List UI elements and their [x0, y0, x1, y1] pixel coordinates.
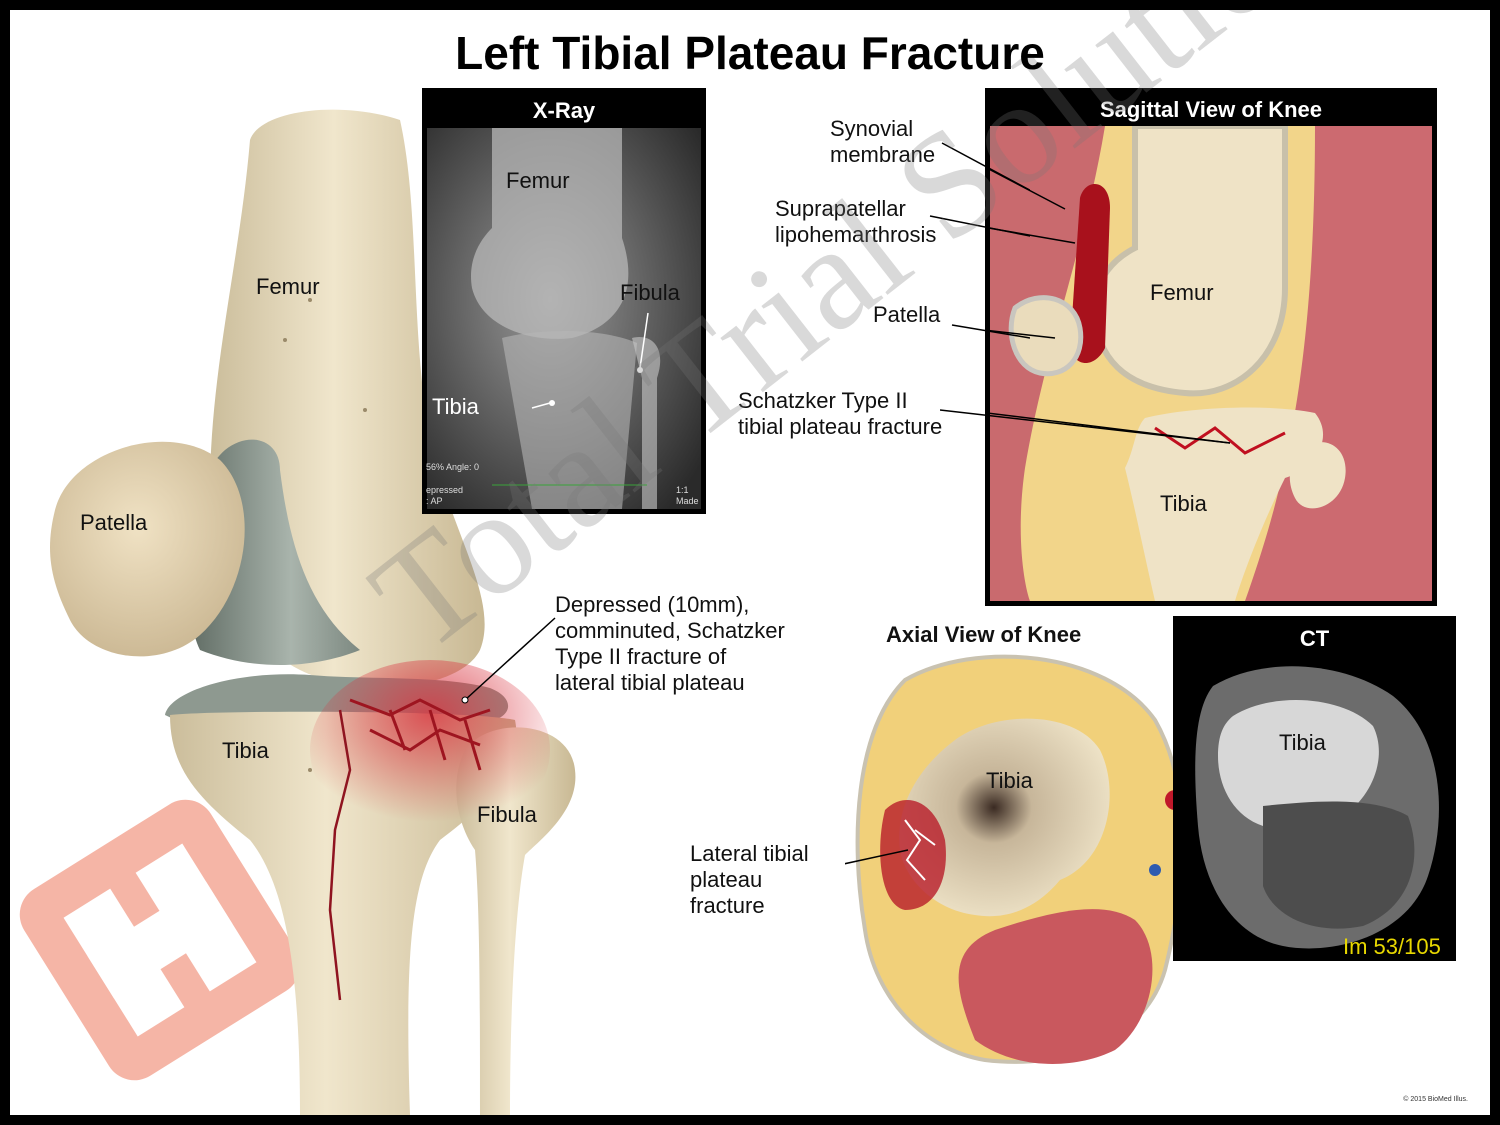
ct-image-index: Im 53/105 — [1343, 934, 1441, 959]
axial-header: Axial View of Knee — [886, 622, 1082, 647]
watermark-logo — [19, 799, 301, 1081]
xray-image — [422, 88, 706, 514]
xray-overlay-left-2: : AP — [426, 496, 443, 506]
schatzker-label-1: Schatzker Type II — [738, 388, 908, 413]
femur-label: Femur — [256, 274, 320, 299]
sagittal-tibia-label: Tibia — [1160, 491, 1207, 516]
synovial-label-1: Synovial — [830, 116, 914, 141]
ct-header: CT — [1173, 622, 1456, 656]
xray-femur-label: Femur — [506, 168, 570, 193]
axial-tibia-label: Tibia — [986, 768, 1033, 793]
xray-header: X-Ray — [422, 94, 706, 128]
xray-zoom-readout: 56% Angle: 0 — [426, 462, 480, 472]
tibia-label: Tibia — [222, 738, 269, 763]
patella-label: Patella — [80, 510, 148, 535]
sagittal-femur-label: Femur — [1150, 280, 1214, 305]
sagittal-patella-label: Patella — [873, 302, 941, 327]
illustration-frame: X-Ray Femur Fibula Tibia 56% Angle: 0 ep… — [10, 10, 1490, 1115]
axial-lateral-label-3: fracture — [690, 893, 765, 918]
xray-tibia-label: Tibia — [432, 394, 479, 419]
xray-overlay-right-2: Made — [676, 496, 699, 506]
schatzker-label-2: tibial plateau fracture — [738, 414, 943, 439]
suprapatellar-label-1: Suprapatellar — [775, 196, 906, 221]
axial-lateral-label-1: Lateral tibial — [690, 841, 809, 866]
fracture-callout-line-4: lateral tibial plateau — [555, 670, 745, 695]
fracture-callout-line-2: comminuted, Schatzker — [555, 618, 785, 643]
suprapatellar-label-2: lipohemarthrosis — [775, 222, 937, 247]
sagittal-illustration — [985, 88, 1437, 606]
sagittal-header: Sagittal View of Knee — [985, 94, 1437, 126]
schatzker-leader-line — [940, 409, 1231, 444]
synovial-label-2: membrane — [830, 142, 936, 167]
copyright-notice: © 2015 BioMed Illus. — [1403, 1096, 1468, 1103]
ct-tibia-label: Tibia — [1279, 730, 1326, 755]
xray-fibula-label: Fibula — [620, 280, 680, 305]
sagittal-leader-lines — [929, 142, 1030, 339]
axial-lateral-label-2: plateau — [690, 867, 763, 892]
ct-image — [1173, 616, 1456, 961]
fracture-callout-line-1: Depressed (10mm), — [555, 592, 750, 617]
axial-illustration — [845, 654, 1185, 1064]
fibula-label: Fibula — [477, 802, 537, 827]
fracture-callout-line-3: Type II fracture of — [555, 644, 727, 669]
xray-overlay-left-1: epressed — [426, 485, 464, 495]
page-title: Left Tibial Plateau Fracture — [455, 27, 1045, 79]
knee-illustration — [50, 109, 576, 1115]
xray-overlay-right-1: 1:1 — [676, 485, 689, 495]
